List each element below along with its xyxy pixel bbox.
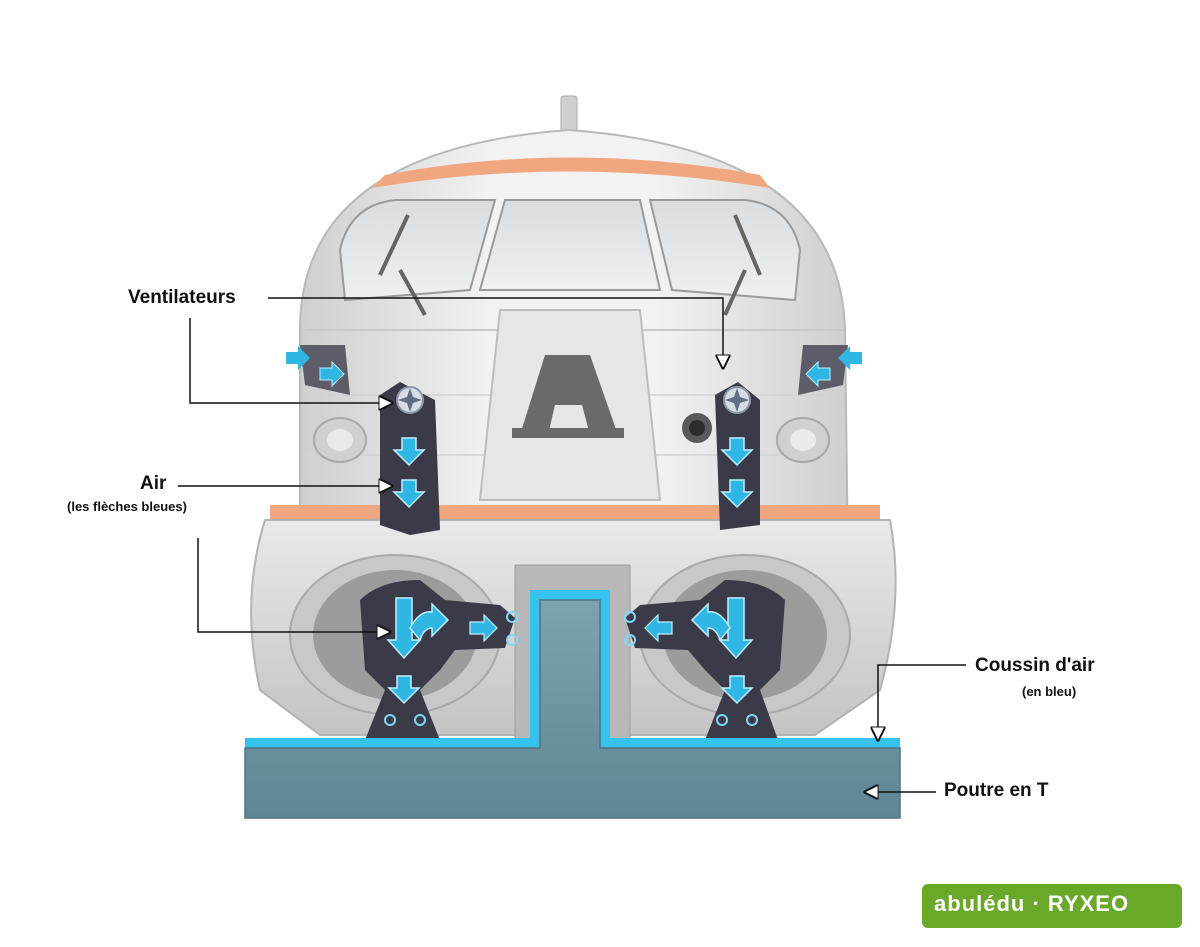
emblem: A: [512, 355, 624, 438]
label-coussin-sub: (en bleu): [1022, 684, 1077, 699]
label-coussin: Coussin d'air: [975, 655, 1095, 676]
callout-lines: [178, 297, 966, 792]
train-body: [270, 95, 880, 561]
label-poutre: Poutre en T: [944, 780, 1049, 801]
publisher-logo: [922, 884, 1182, 928]
label-air-sub: (les flèches bleues): [67, 499, 187, 514]
air-arrows: [286, 346, 862, 726]
label-air: Air: [140, 473, 167, 494]
publisher-logo-text: abulédu · RYXEO: [934, 891, 1130, 916]
label-ventilateurs: Ventilateurs: [128, 287, 236, 308]
t-beam: [244, 590, 901, 819]
